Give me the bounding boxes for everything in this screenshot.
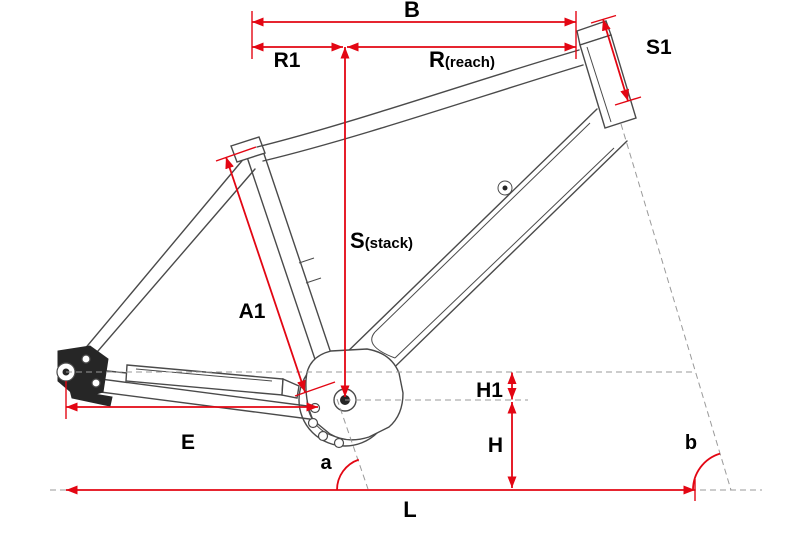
linkage-pivot-upper xyxy=(81,354,91,364)
charge-port-center xyxy=(502,185,508,191)
motor-bolt-4 xyxy=(333,437,345,449)
motor-bolt-1 xyxy=(309,402,321,414)
motor-bolt-3 xyxy=(317,430,329,442)
dim-E: E xyxy=(65,381,318,454)
label-reach: R(reach) xyxy=(429,47,495,72)
dim-R1: R1 xyxy=(252,42,343,72)
motor-bolt-2 xyxy=(307,417,319,429)
angle-b: b xyxy=(685,432,721,491)
battery-outline-lower xyxy=(394,147,615,359)
down-tube-lower xyxy=(369,140,628,392)
dim-stack: S(stack) xyxy=(340,47,413,397)
label-E: E xyxy=(181,431,195,454)
label-S1: S1 xyxy=(646,36,672,59)
dim-A1-tick-top xyxy=(215,146,257,162)
seat-stay-upper xyxy=(72,155,247,364)
label-H1: H1 xyxy=(476,379,503,402)
bottle-boss-1 xyxy=(298,257,315,264)
bike-frame-drawing xyxy=(56,20,637,449)
angle-a: a xyxy=(320,452,360,491)
dim-H1: H1 xyxy=(476,372,517,402)
dim-B: B xyxy=(251,0,577,59)
label-a: a xyxy=(320,452,332,474)
label-R1: R1 xyxy=(274,49,301,72)
battery-outline-end xyxy=(371,331,396,359)
seat-stay-lower xyxy=(78,168,256,374)
seat-tube-extension xyxy=(336,398,369,490)
label-b: b xyxy=(685,432,697,454)
top-tube-lower xyxy=(262,64,584,162)
down-tube-upper xyxy=(339,108,598,360)
dim-S1-line xyxy=(602,18,629,102)
dim-S1: S1 xyxy=(590,14,672,106)
dim-A1-tick-bottom xyxy=(294,381,336,397)
angle-b-arc xyxy=(692,452,721,491)
dim-A1-line xyxy=(225,156,306,393)
linkage-pivot-lower xyxy=(91,378,101,388)
label-B: B xyxy=(404,0,420,22)
top-tube-upper xyxy=(256,49,580,148)
bottle-boss-2 xyxy=(305,277,322,284)
label-A1: A1 xyxy=(239,300,266,323)
dimensions: B R1 R(reach) S1 S(stack) A xyxy=(65,0,721,522)
angle-a-arc xyxy=(336,458,360,491)
dim-reach: R(reach) xyxy=(347,42,576,72)
head-tube-extension xyxy=(620,123,732,491)
chain-stay-upper xyxy=(84,376,316,408)
charge-port xyxy=(497,180,513,196)
battery-outline-upper xyxy=(374,122,591,333)
dim-L: L xyxy=(66,479,696,522)
dim-H: H xyxy=(488,402,517,488)
label-stack: S(stack) xyxy=(350,228,413,253)
guide-lines xyxy=(50,123,762,491)
head-tube-inner xyxy=(586,46,612,123)
dim-A1: A1 xyxy=(215,146,336,397)
label-L: L xyxy=(403,497,416,522)
label-H: H xyxy=(488,434,503,457)
